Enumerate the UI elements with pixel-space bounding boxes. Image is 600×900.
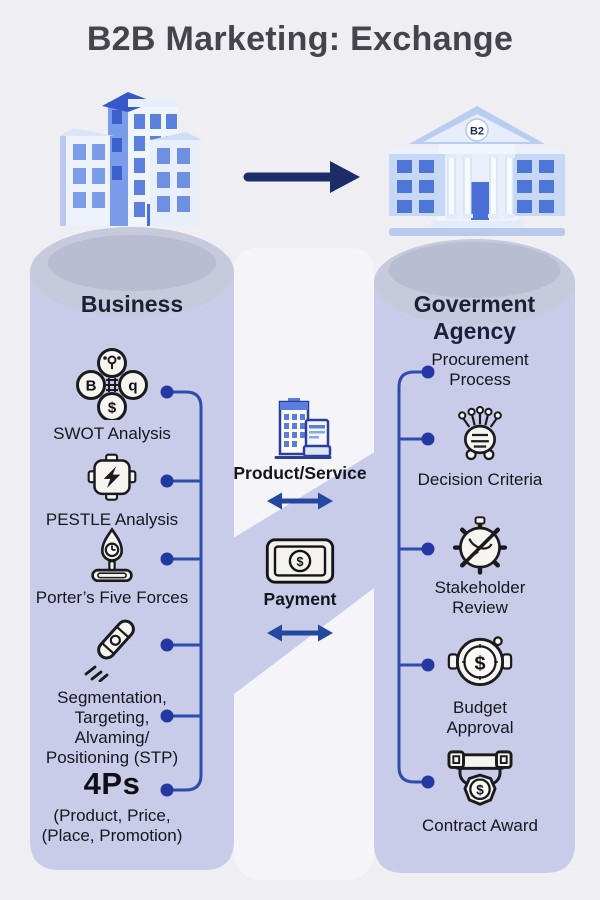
government-building-icon: B2 bbox=[389, 106, 565, 236]
pediment-circle bbox=[465, 118, 489, 142]
business-item-label: PESTLE Analysis bbox=[45, 510, 179, 529]
agency-item-label: Procurement Process bbox=[431, 350, 529, 389]
swot-q-glyph: q bbox=[128, 378, 137, 395]
business-item-sublabel-4ps: (Product, Price, (Place, Promotion) bbox=[41, 806, 183, 845]
swot-dollar-glyph: $ bbox=[108, 400, 117, 417]
business-item-label: Porter’s Five Forces bbox=[35, 588, 189, 607]
stakeholder-gear-icon bbox=[452, 516, 508, 575]
business-connector-line bbox=[168, 390, 203, 792]
agency-connector-line bbox=[397, 370, 427, 784]
payment-exchange-arrow-icon bbox=[267, 624, 333, 642]
agency-heading: Goverment Agency bbox=[413, 291, 536, 344]
payment-label: Payment bbox=[263, 589, 337, 609]
agency-building-shadow bbox=[388, 242, 561, 298]
business-building-icon bbox=[60, 92, 202, 226]
contract-dollar-glyph: $ bbox=[476, 783, 484, 798]
business-item-label: SWOT Analysis bbox=[53, 424, 171, 443]
business-item-label-4ps: 4Ps bbox=[83, 766, 141, 801]
swot-b-glyph: B bbox=[86, 378, 97, 395]
exchange-strip-top bbox=[234, 248, 374, 540]
porters-joystick-icon bbox=[91, 527, 133, 583]
agency-connector-dots bbox=[421, 365, 435, 789]
contract-award-icon: $ bbox=[447, 750, 513, 806]
business-connector-dots bbox=[160, 385, 174, 797]
product-service-building-icon bbox=[274, 398, 332, 459]
business-item-label: Segmentation, Targeting, Alvaming/ Posit… bbox=[45, 688, 179, 767]
agency-column bbox=[374, 282, 575, 873]
budget-coin-icon: $ bbox=[447, 636, 513, 686]
payment-dollar-glyph: $ bbox=[297, 555, 304, 569]
business-column bbox=[30, 272, 234, 870]
agency-item-label: Budget Approval bbox=[446, 698, 514, 737]
pestle-badge-icon bbox=[87, 453, 137, 501]
building-b2-label: B2 bbox=[470, 126, 484, 138]
product-service-label: Product/Service bbox=[233, 463, 367, 483]
decision-criteria-icon bbox=[458, 406, 502, 461]
payment-banknote-icon: $ bbox=[265, 538, 335, 584]
budget-dollar-glyph: $ bbox=[474, 652, 485, 674]
business-building-shadow bbox=[48, 235, 216, 291]
business-to-agency-arrow-icon bbox=[243, 161, 360, 193]
product-exchange-arrow-icon bbox=[267, 492, 333, 510]
business-heading: Business bbox=[80, 291, 184, 317]
agency-item-label: Contract Award bbox=[422, 816, 538, 835]
swot-clover-icon: B q $ bbox=[76, 348, 148, 420]
agency-item-label: Decision Criteria bbox=[417, 470, 543, 489]
exchange-strip-bottom bbox=[234, 583, 374, 880]
stp-rocket-icon bbox=[84, 619, 135, 682]
agency-item-label: Stakeholder Review bbox=[434, 578, 526, 617]
page-title: B2B Marketing: Exchange bbox=[86, 20, 514, 58]
